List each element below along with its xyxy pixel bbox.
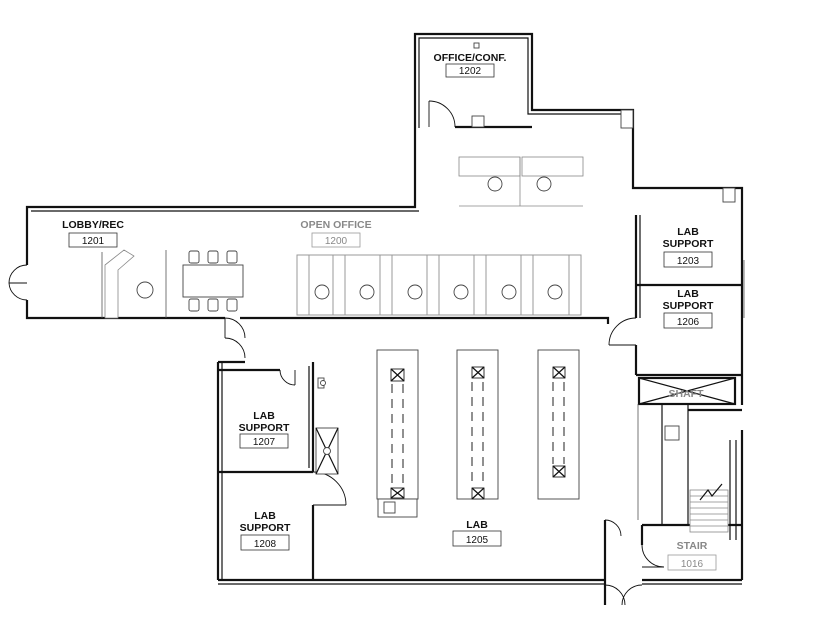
room-lab-label: LAB 1205 bbox=[452, 519, 502, 547]
svg-text:LAB: LAB bbox=[677, 288, 699, 300]
chair-icon bbox=[314, 284, 330, 300]
svg-text:OFFICE/CONF.: OFFICE/CONF. bbox=[434, 52, 507, 64]
svg-text:LAB: LAB bbox=[254, 510, 276, 522]
svg-text:1202: 1202 bbox=[459, 66, 482, 77]
svg-text:1201: 1201 bbox=[82, 236, 105, 247]
room-open-office-label: OPEN OFFICE 1200 bbox=[300, 219, 372, 248]
room-lab-support-1206-label: LAB SUPPORT 1206 bbox=[663, 288, 714, 329]
table bbox=[182, 264, 244, 298]
room-lobby-rec-label: LOBBY/REC 1201 bbox=[62, 219, 124, 248]
svg-text:SUPPORT: SUPPORT bbox=[663, 300, 714, 312]
room-shaft-label: SHAFT bbox=[669, 388, 705, 400]
upper-workstations bbox=[458, 156, 584, 207]
column bbox=[620, 109, 634, 129]
svg-text:1206: 1206 bbox=[677, 317, 700, 328]
exterior-walls bbox=[25, 32, 744, 605]
stair bbox=[638, 377, 736, 533]
svg-text:SUPPORT: SUPPORT bbox=[240, 522, 291, 534]
svg-text:SHAFT: SHAFT bbox=[669, 388, 705, 400]
chair-icon bbox=[547, 284, 563, 300]
svg-text:SUPPORT: SUPPORT bbox=[239, 422, 290, 434]
room-office-conf-label: OFFICE/CONF. 1202 bbox=[434, 52, 507, 78]
svg-text:1200: 1200 bbox=[325, 236, 348, 247]
svg-text:OPEN OFFICE: OPEN OFFICE bbox=[300, 219, 371, 231]
svg-text:LAB: LAB bbox=[253, 410, 275, 422]
svg-text:STAIR: STAIR bbox=[677, 540, 708, 552]
chair-icon bbox=[359, 284, 375, 300]
room-lab-support-1208-label: LAB SUPPORT 1208 bbox=[240, 510, 291, 551]
lab-benches bbox=[376, 349, 580, 518]
chair-icon bbox=[536, 176, 552, 192]
column bbox=[722, 187, 736, 203]
equipment-box bbox=[664, 425, 680, 441]
open-office-workstations bbox=[296, 254, 582, 316]
svg-text:1208: 1208 bbox=[254, 539, 277, 550]
room-lab-support-1207-label: LAB SUPPORT 1207 bbox=[239, 410, 290, 449]
svg-text:LAB: LAB bbox=[466, 519, 488, 531]
chair-icon bbox=[453, 284, 469, 300]
room-lab-support-1203-label: LAB SUPPORT 1203 bbox=[663, 226, 714, 268]
chair-icon bbox=[501, 284, 517, 300]
ceiling-fixture bbox=[473, 42, 480, 49]
svg-text:1203: 1203 bbox=[677, 256, 700, 267]
svg-text:1207: 1207 bbox=[253, 437, 276, 448]
svg-text:1016: 1016 bbox=[681, 559, 704, 570]
chair-icon bbox=[407, 284, 423, 300]
lobby-furniture bbox=[104, 249, 244, 319]
room-stair-label: STAIR 1016 bbox=[667, 540, 717, 571]
svg-text:1205: 1205 bbox=[466, 535, 489, 546]
doors bbox=[8, 100, 665, 606]
partitions bbox=[101, 250, 745, 520]
svg-text:LAB: LAB bbox=[677, 226, 699, 238]
svg-text:LOBBY/REC: LOBBY/REC bbox=[62, 219, 124, 231]
column bbox=[471, 115, 485, 128]
chair-icon bbox=[136, 281, 154, 299]
svg-text:SUPPORT: SUPPORT bbox=[663, 238, 714, 250]
chair-icon bbox=[487, 176, 503, 192]
